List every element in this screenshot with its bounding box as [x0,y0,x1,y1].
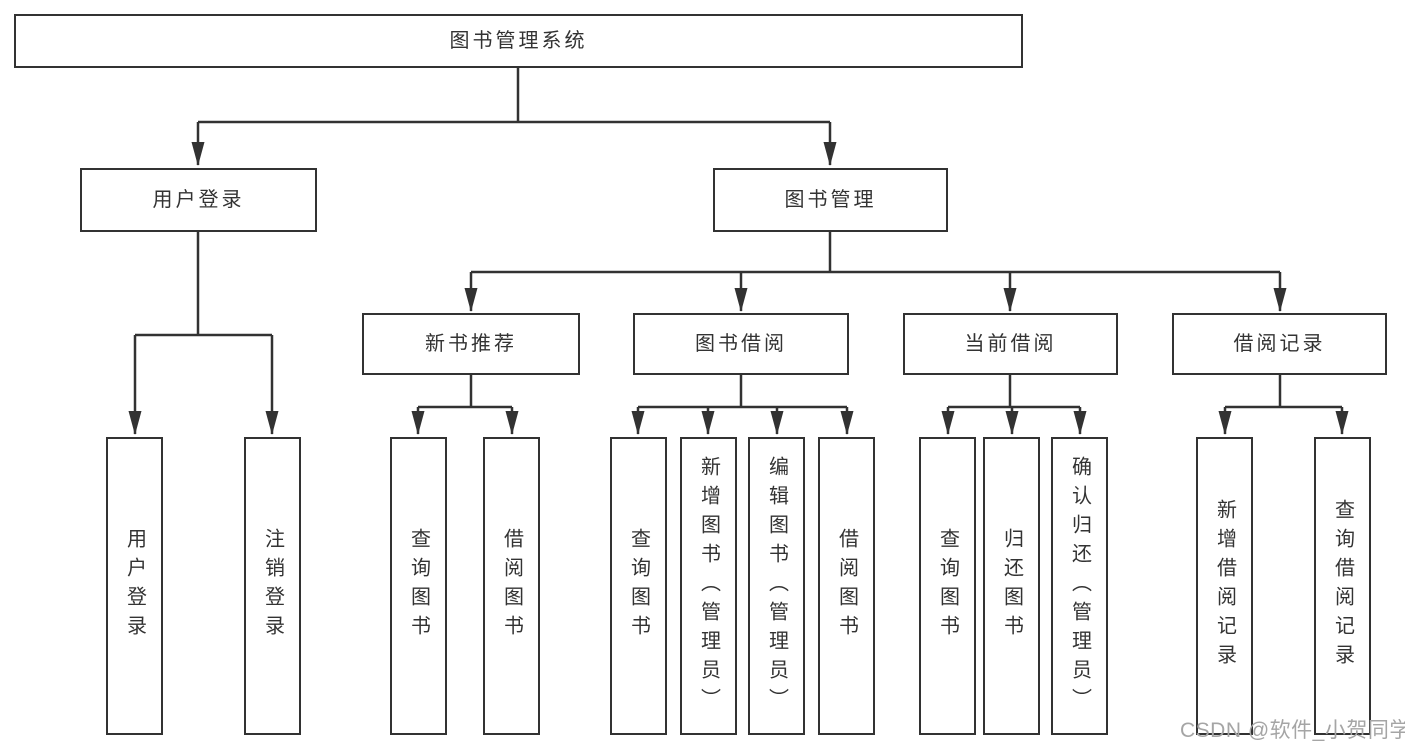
node-borrow-records: 借阅记录 [1172,313,1387,375]
leaf-borrow-books-recommend: 借阅图书 [483,437,540,735]
leaf-logout: 注销登录 [244,437,301,735]
node-book-borrow: 图书借阅 [633,313,849,375]
leaf-add-book-admin: 新增图书（管理员） [680,437,737,735]
leaf-return-books: 归还图书 [983,437,1040,735]
leaf-user-login: 用户登录 [106,437,163,735]
node-user-login: 用户登录 [80,168,317,232]
leaf-confirm-return-admin: 确认归还（管理员） [1051,437,1108,735]
node-book-management: 图书管理 [713,168,948,232]
node-new-book-recommend: 新书推荐 [362,313,580,375]
node-library-management-system: 图书管理系统 [14,14,1023,68]
leaf-query-books-current: 查询图书 [919,437,976,735]
node-current-borrow: 当前借阅 [903,313,1118,375]
leaf-query-borrow-record: 查询借阅记录 [1314,437,1371,735]
leaf-borrow-books: 借阅图书 [818,437,875,735]
leaf-query-books-borrow: 查询图书 [610,437,667,735]
csdn-watermark: CSDN @软件_小贺同学 [1180,719,1405,742]
leaf-add-borrow-record: 新增借阅记录 [1196,437,1253,735]
leaf-edit-book-admin: 编辑图书（管理员） [748,437,805,735]
leaf-query-books-recommend: 查询图书 [390,437,447,735]
